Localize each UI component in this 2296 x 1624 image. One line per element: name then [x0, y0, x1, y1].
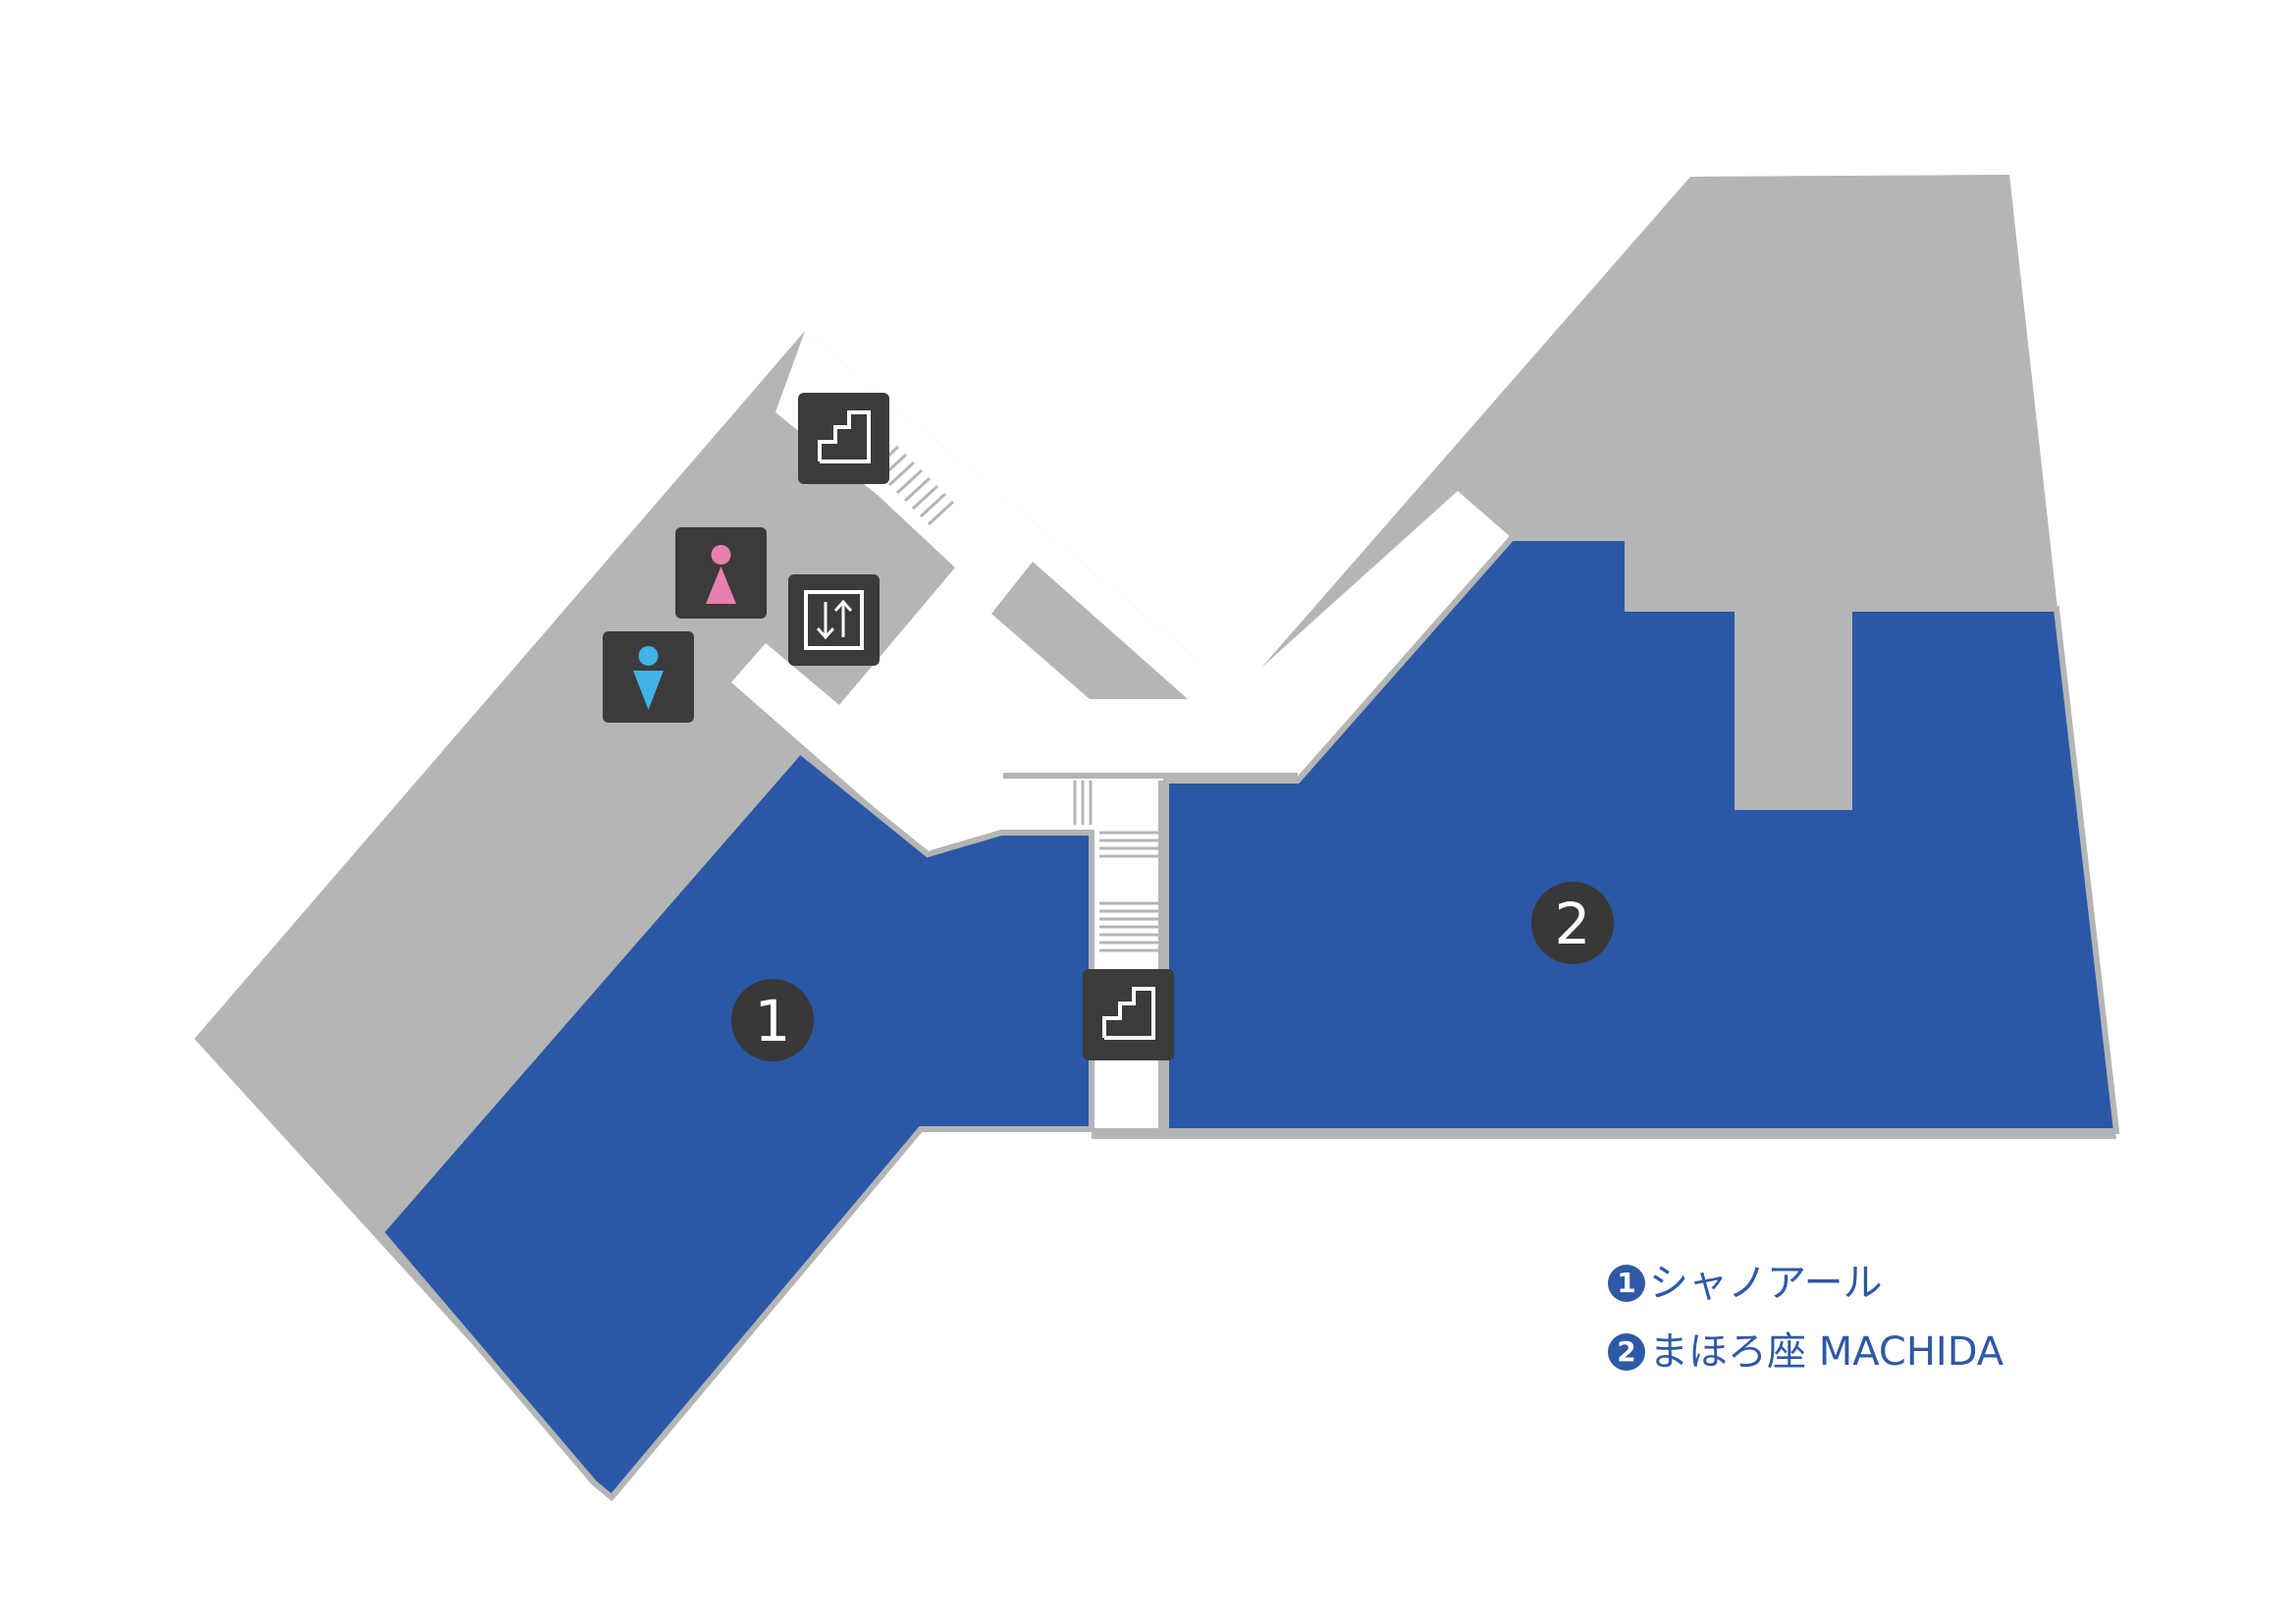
elevator-icon[interactable] [788, 574, 880, 666]
store-1-marker[interactable]: 1 [731, 979, 814, 1061]
male-restroom-icon[interactable] [603, 631, 694, 723]
legend: 1 シャノアール 2 まほろ座 MACHIDA [1608, 1249, 2003, 1386]
legend-item[interactable]: 2 まほろ座 MACHIDA [1608, 1318, 2003, 1386]
corridor-stair-nook [879, 481, 1033, 568]
legend-number-badge: 2 [1608, 1333, 1645, 1371]
store-1-marker-number: 1 [755, 988, 791, 1055]
legend-label: まほろ座 MACHIDA [1649, 1329, 2004, 1375]
store-2-area [1163, 535, 2120, 1134]
legend-number-badge: 1 [1608, 1265, 1645, 1302]
stairs-icon[interactable] [1083, 969, 1174, 1060]
common-area-right [1512, 175, 2056, 807]
legend-label: シャノアール [1649, 1261, 1883, 1306]
stairs-icon[interactable] [798, 393, 889, 484]
corridor-inner-cut [991, 562, 1188, 699]
female-restroom-icon[interactable] [675, 527, 767, 619]
legend-item[interactable]: 1 シャノアール [1608, 1249, 2003, 1318]
store-2-marker[interactable]: 2 [1531, 882, 1614, 964]
store-1-area [377, 746, 1095, 1502]
store-2-marker-number: 2 [1555, 891, 1591, 957]
stair-treads-vertical [1073, 781, 1158, 952]
